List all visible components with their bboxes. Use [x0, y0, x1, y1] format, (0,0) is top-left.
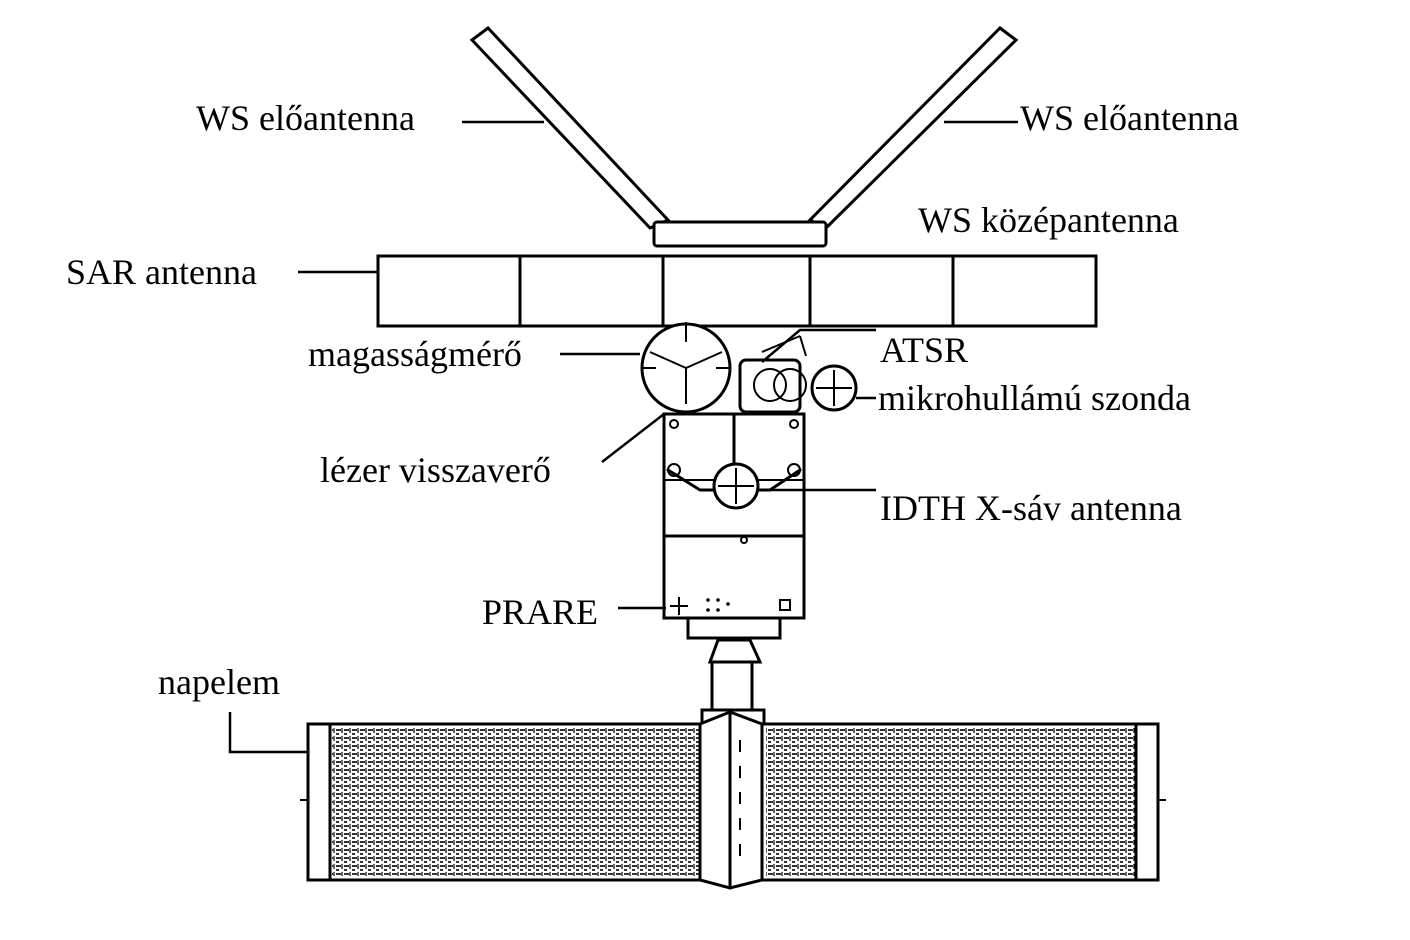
altimeter-dish	[640, 322, 732, 414]
label-microwave: mikrohullámú szonda	[878, 378, 1191, 418]
prare-instrument	[670, 597, 730, 615]
ws-front-antenna-left	[469, 25, 671, 230]
leader-lines	[228, 120, 1018, 754]
label-altimeter: magasságmérő	[308, 334, 522, 374]
label-ws-front-right: WS előantenna	[1020, 98, 1239, 138]
microwave-sounder	[810, 364, 858, 412]
label-ws-front-left: WS előantenna	[196, 98, 415, 138]
satellite-body	[662, 412, 806, 640]
label-idth: IDTH X-sáv antenna	[880, 488, 1182, 528]
atsr-instrument	[738, 335, 807, 414]
idth-antenna	[712, 462, 760, 510]
solar-array	[300, 710, 1166, 890]
label-solar: napelem	[158, 662, 280, 702]
solar-mast	[700, 638, 766, 726]
ws-front-antenna-right	[807, 26, 1019, 230]
label-prare: PRARE	[482, 592, 598, 632]
ws-mid-antenna	[652, 220, 828, 248]
label-atsr: ATSR	[880, 330, 968, 370]
label-ws-mid: WS középantenna	[918, 200, 1179, 240]
label-laser: lézer visszaverő	[320, 450, 551, 490]
label-sar: SAR antenna	[66, 252, 257, 292]
sar-antenna	[376, 254, 1098, 328]
